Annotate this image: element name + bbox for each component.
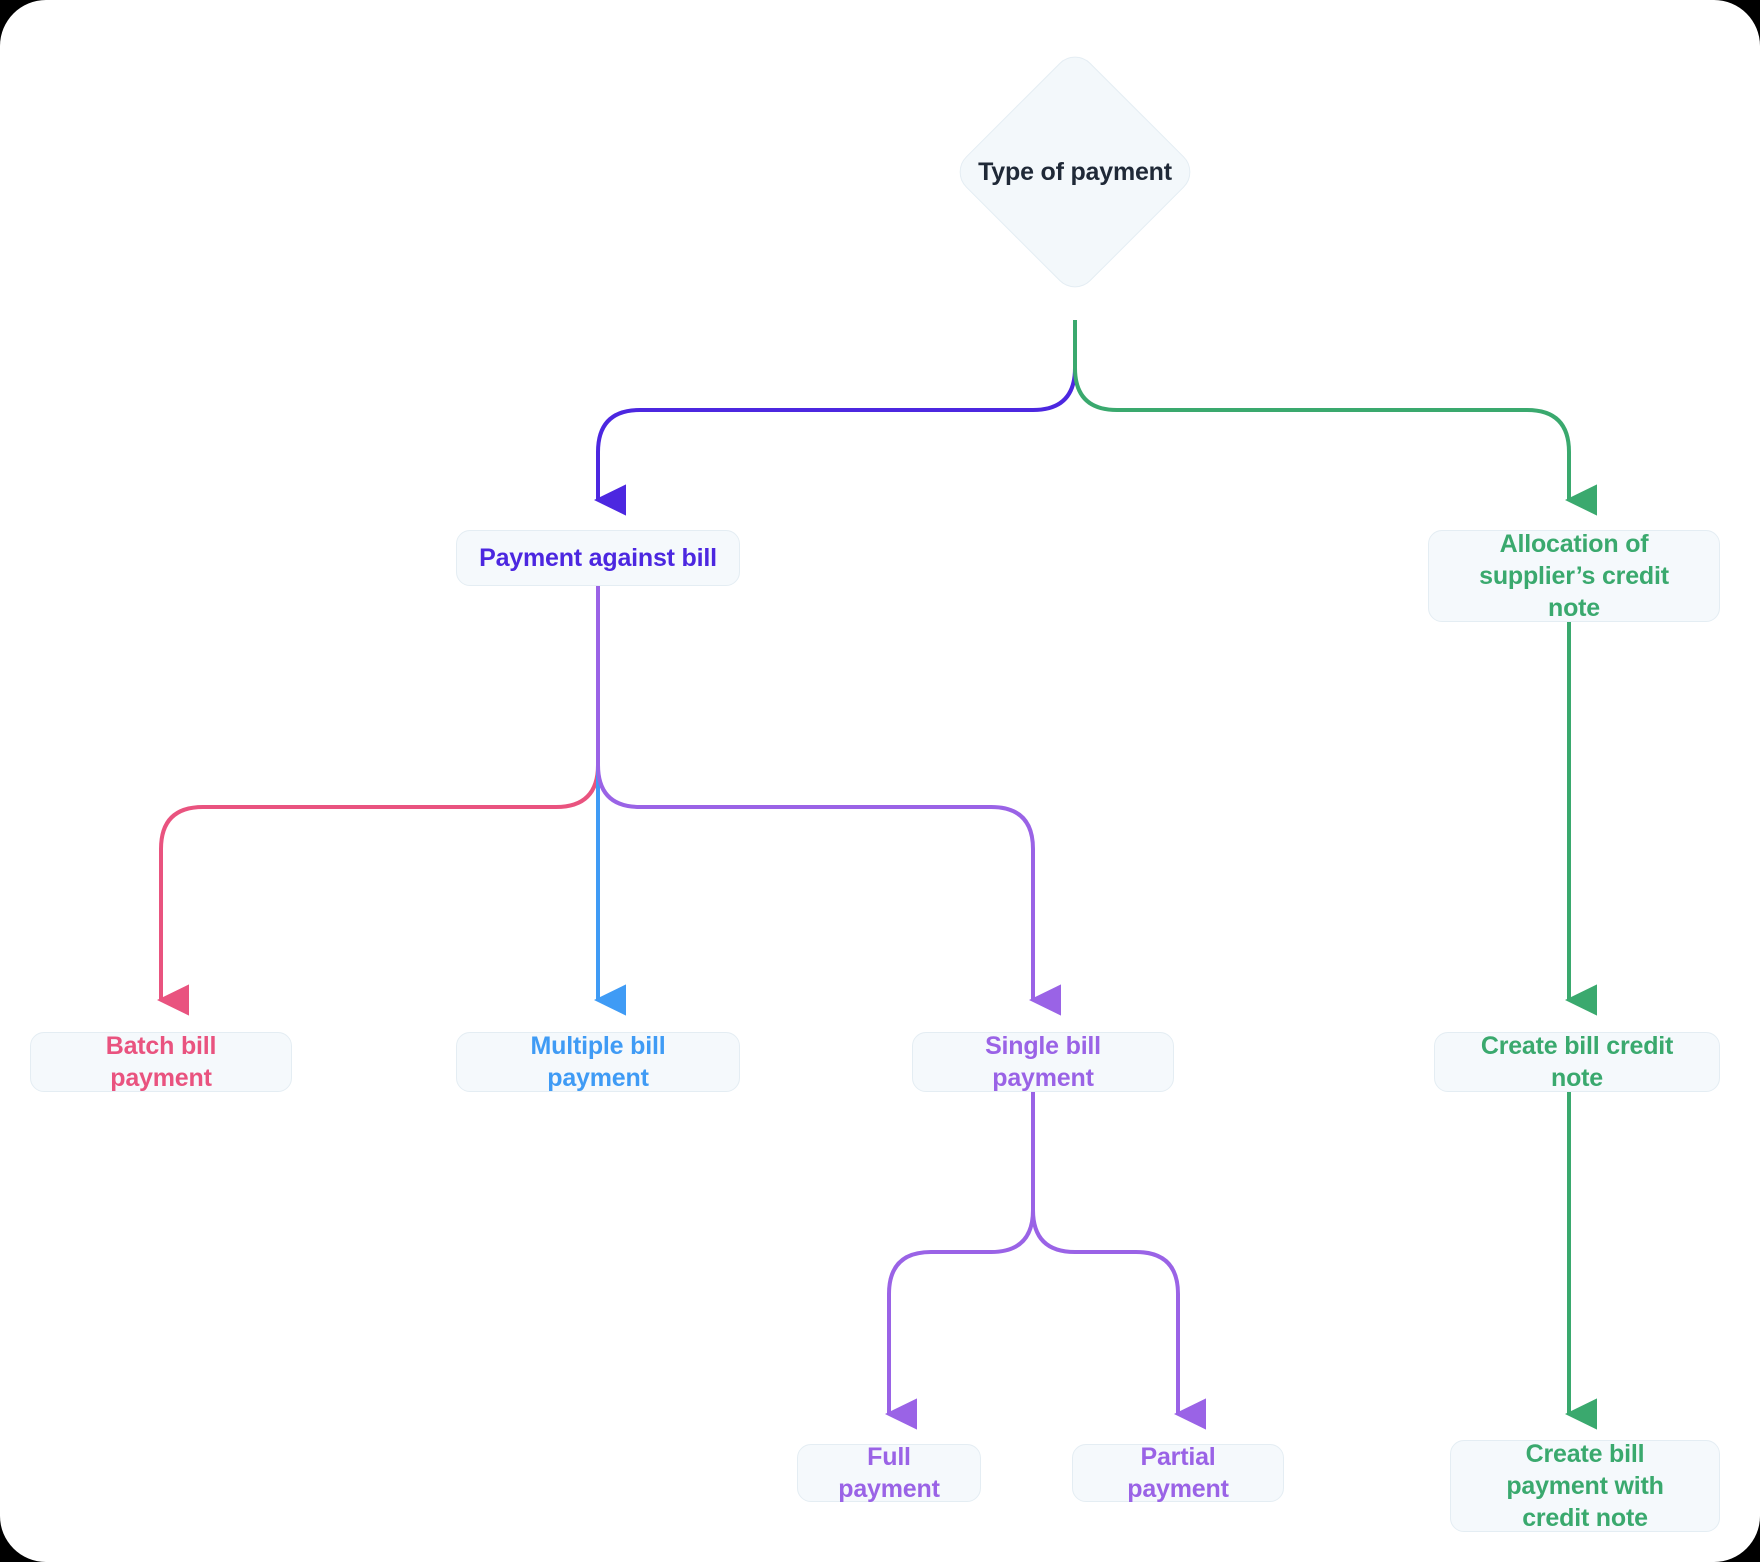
node-full-payment[interactable]: Full payment xyxy=(797,1443,981,1503)
edge-single-to-partial-payment xyxy=(1031,1092,1207,1430)
node-batch-bill-payment[interactable]: Batch bill payment xyxy=(30,1032,292,1092)
edge-payment-against-bill-to-single xyxy=(596,570,1062,1016)
node-multiple-bill-payment[interactable]: Multiple bill payment xyxy=(456,1032,740,1092)
edge-single-to-full-payment xyxy=(885,1092,1035,1430)
edge-payment-against-bill-to-batch xyxy=(157,570,600,1016)
node-partial-payment[interactable]: Partial payment xyxy=(1072,1443,1284,1503)
node-create-bill-payment-with-credit-note[interactable]: Create bill payment with credit note xyxy=(1450,1440,1720,1532)
edge-decision-to-payment-against-bill xyxy=(594,320,1077,516)
edge-decision-to-allocation-credit-note xyxy=(1073,320,1598,516)
node-create-bill-credit-note[interactable]: Create bill credit note xyxy=(1434,1032,1720,1092)
node-single-bill-payment[interactable]: Single bill payment xyxy=(912,1032,1174,1092)
node-allocation-of-suppliers-credit-note[interactable]: Allocation of supplier’s credit note xyxy=(1428,530,1720,622)
decision-node-label: Type of payment xyxy=(978,157,1172,186)
node-payment-against-bill[interactable]: Payment against bill xyxy=(456,530,740,586)
